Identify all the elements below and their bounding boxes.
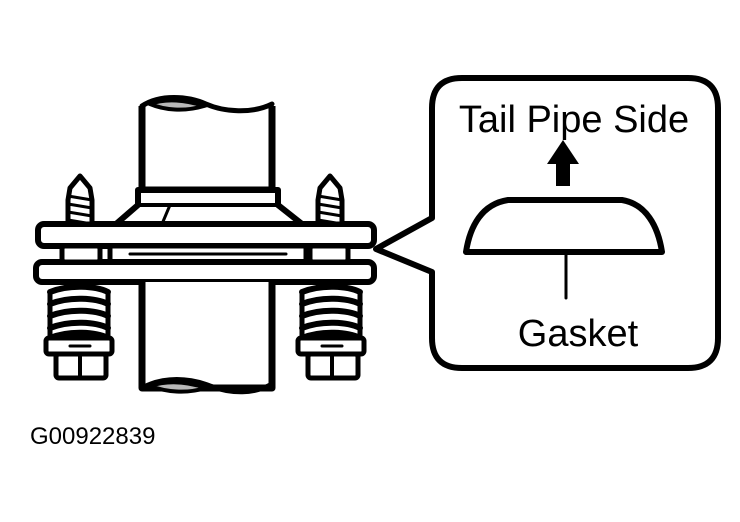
top-flange-plate xyxy=(35,221,377,249)
right-nut xyxy=(295,335,367,381)
figure-id: G00922839 xyxy=(30,423,155,450)
right-spring xyxy=(299,283,363,341)
gasket-cross-section xyxy=(463,197,665,255)
left-spring xyxy=(47,283,111,341)
left-bolt xyxy=(59,173,103,265)
left-nut xyxy=(43,335,115,381)
gasket-label: Gasket xyxy=(518,313,639,355)
arrow-up-icon xyxy=(547,140,579,186)
upper-pipe xyxy=(138,95,276,194)
bottom-flange-plate xyxy=(33,259,377,285)
right-bolt xyxy=(307,173,351,265)
gasket-ring xyxy=(107,243,309,265)
callout-title: Tail Pipe Side xyxy=(459,99,689,141)
lower-pipe xyxy=(138,282,276,395)
